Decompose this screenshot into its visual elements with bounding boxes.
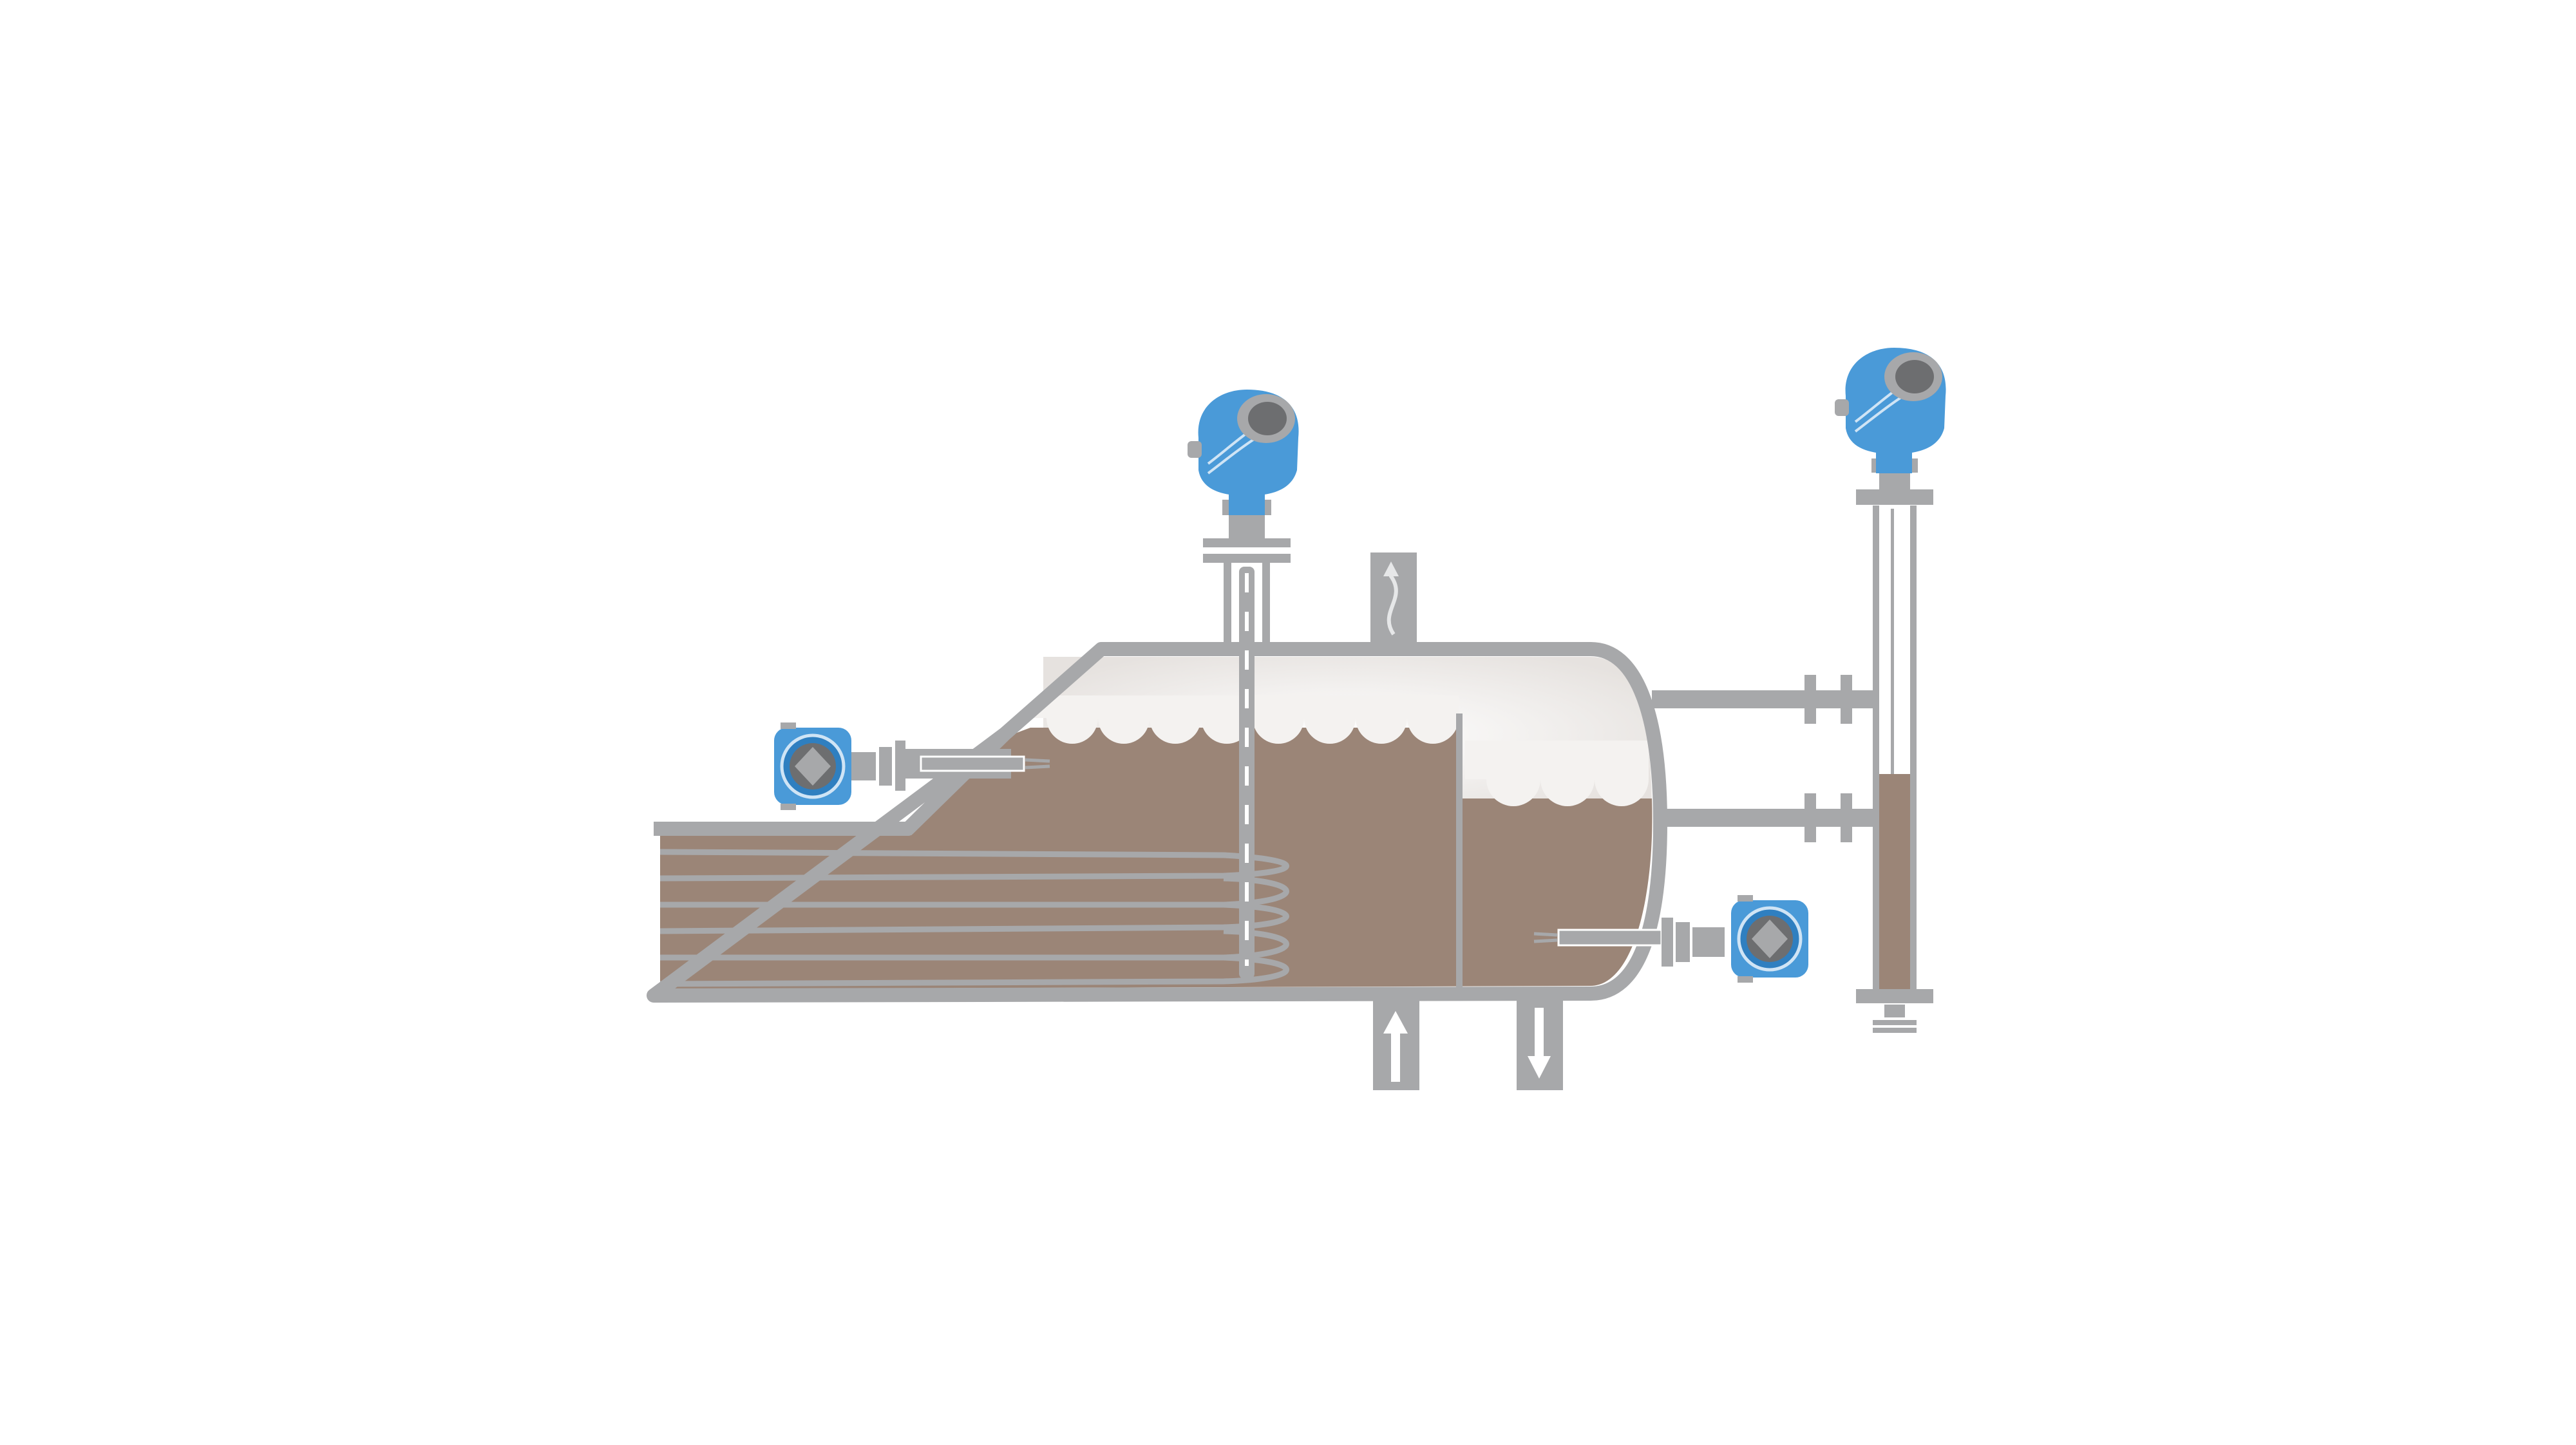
level-chamber (1856, 458, 1933, 1033)
vapor-outlet-nozzle (1370, 552, 1417, 643)
chamber-transmitter-head[interactable] (1833, 346, 1947, 475)
level-chamber-liquid (1879, 774, 1910, 992)
lower-connection-pipe (1655, 793, 1874, 842)
weir (1456, 713, 1463, 994)
liquid-inlet-nozzle (1373, 1000, 1419, 1090)
right-transmitter-head[interactable] (1731, 895, 1808, 983)
guided-wave-radar[interactable] (1186, 388, 1300, 979)
up-arrow-icon (1383, 1011, 1408, 1034)
liquid-outlet-nozzle (1517, 1000, 1563, 1090)
down-arrow-icon (1528, 1056, 1551, 1079)
right-pressure-transmitter[interactable] (1533, 895, 1808, 983)
radar-transmitter-head[interactable] (1186, 388, 1300, 516)
left-transmitter-head[interactable] (774, 722, 851, 810)
left-pressure-transmitter[interactable] (774, 722, 1050, 810)
upper-connection-pipe (1652, 675, 1874, 724)
vapor-arrow-icon (1387, 565, 1398, 636)
liquid (660, 728, 1653, 989)
